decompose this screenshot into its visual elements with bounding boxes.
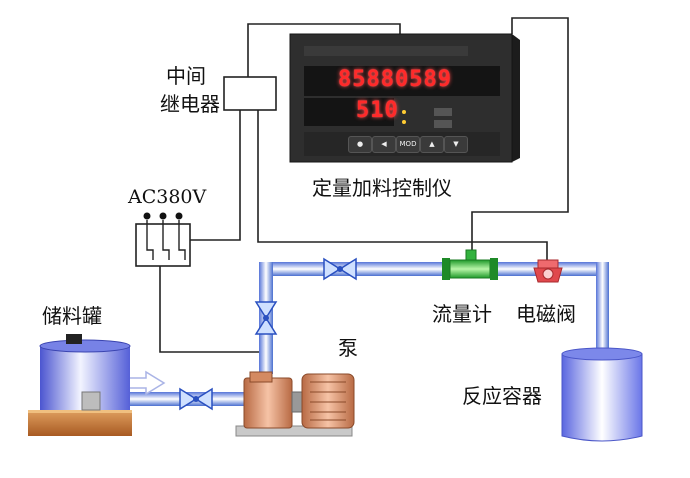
wire-panel-to-flowmeter — [471, 17, 569, 256]
valve-icon — [323, 257, 357, 281]
relay-box — [223, 76, 277, 111]
power-switch-icon — [135, 212, 191, 267]
display-lower-value: 510 — [356, 98, 399, 123]
flowmeter-icon — [442, 249, 498, 280]
wire-relay-to-solenoid — [257, 110, 548, 262]
panel-button-1[interactable]: ● — [348, 136, 372, 153]
flowmeter-label: 流量计 — [432, 302, 492, 326]
reactor-vessel-icon — [561, 347, 643, 442]
wire-relay-to-switch — [190, 110, 241, 241]
relay-label-line2: 继电器 — [160, 92, 220, 116]
power-label: AC380V — [128, 186, 207, 208]
valve-icon — [254, 301, 278, 335]
control-wires — [159, 17, 569, 372]
mode-button[interactable]: MOD — [396, 136, 420, 153]
valve-icon — [179, 387, 213, 411]
wire-switch-to-pump — [159, 266, 263, 372]
panel-button-up[interactable]: ▲ — [420, 136, 444, 153]
relay-label-line1: 中间 — [166, 64, 206, 88]
panel-button-down[interactable]: ▼ — [444, 136, 468, 153]
pump-label: 泵 — [338, 336, 358, 360]
wire-relay-to-panel — [247, 23, 401, 77]
pump-icon — [235, 371, 355, 437]
display-upper-value: 85880589 — [338, 67, 452, 92]
solenoid-valve-label: 电磁阀 — [516, 302, 576, 326]
reactor-label: 反应容器 — [462, 384, 542, 408]
controller-label: 定量加料控制仪 — [312, 176, 452, 200]
storage-tank-icon — [28, 334, 132, 436]
solenoid-valve-icon — [533, 259, 563, 283]
panel-button-2[interactable]: ◀ — [372, 136, 396, 153]
pipe-right-down — [596, 262, 609, 348]
storage-tank-label: 储料罐 — [42, 304, 102, 328]
